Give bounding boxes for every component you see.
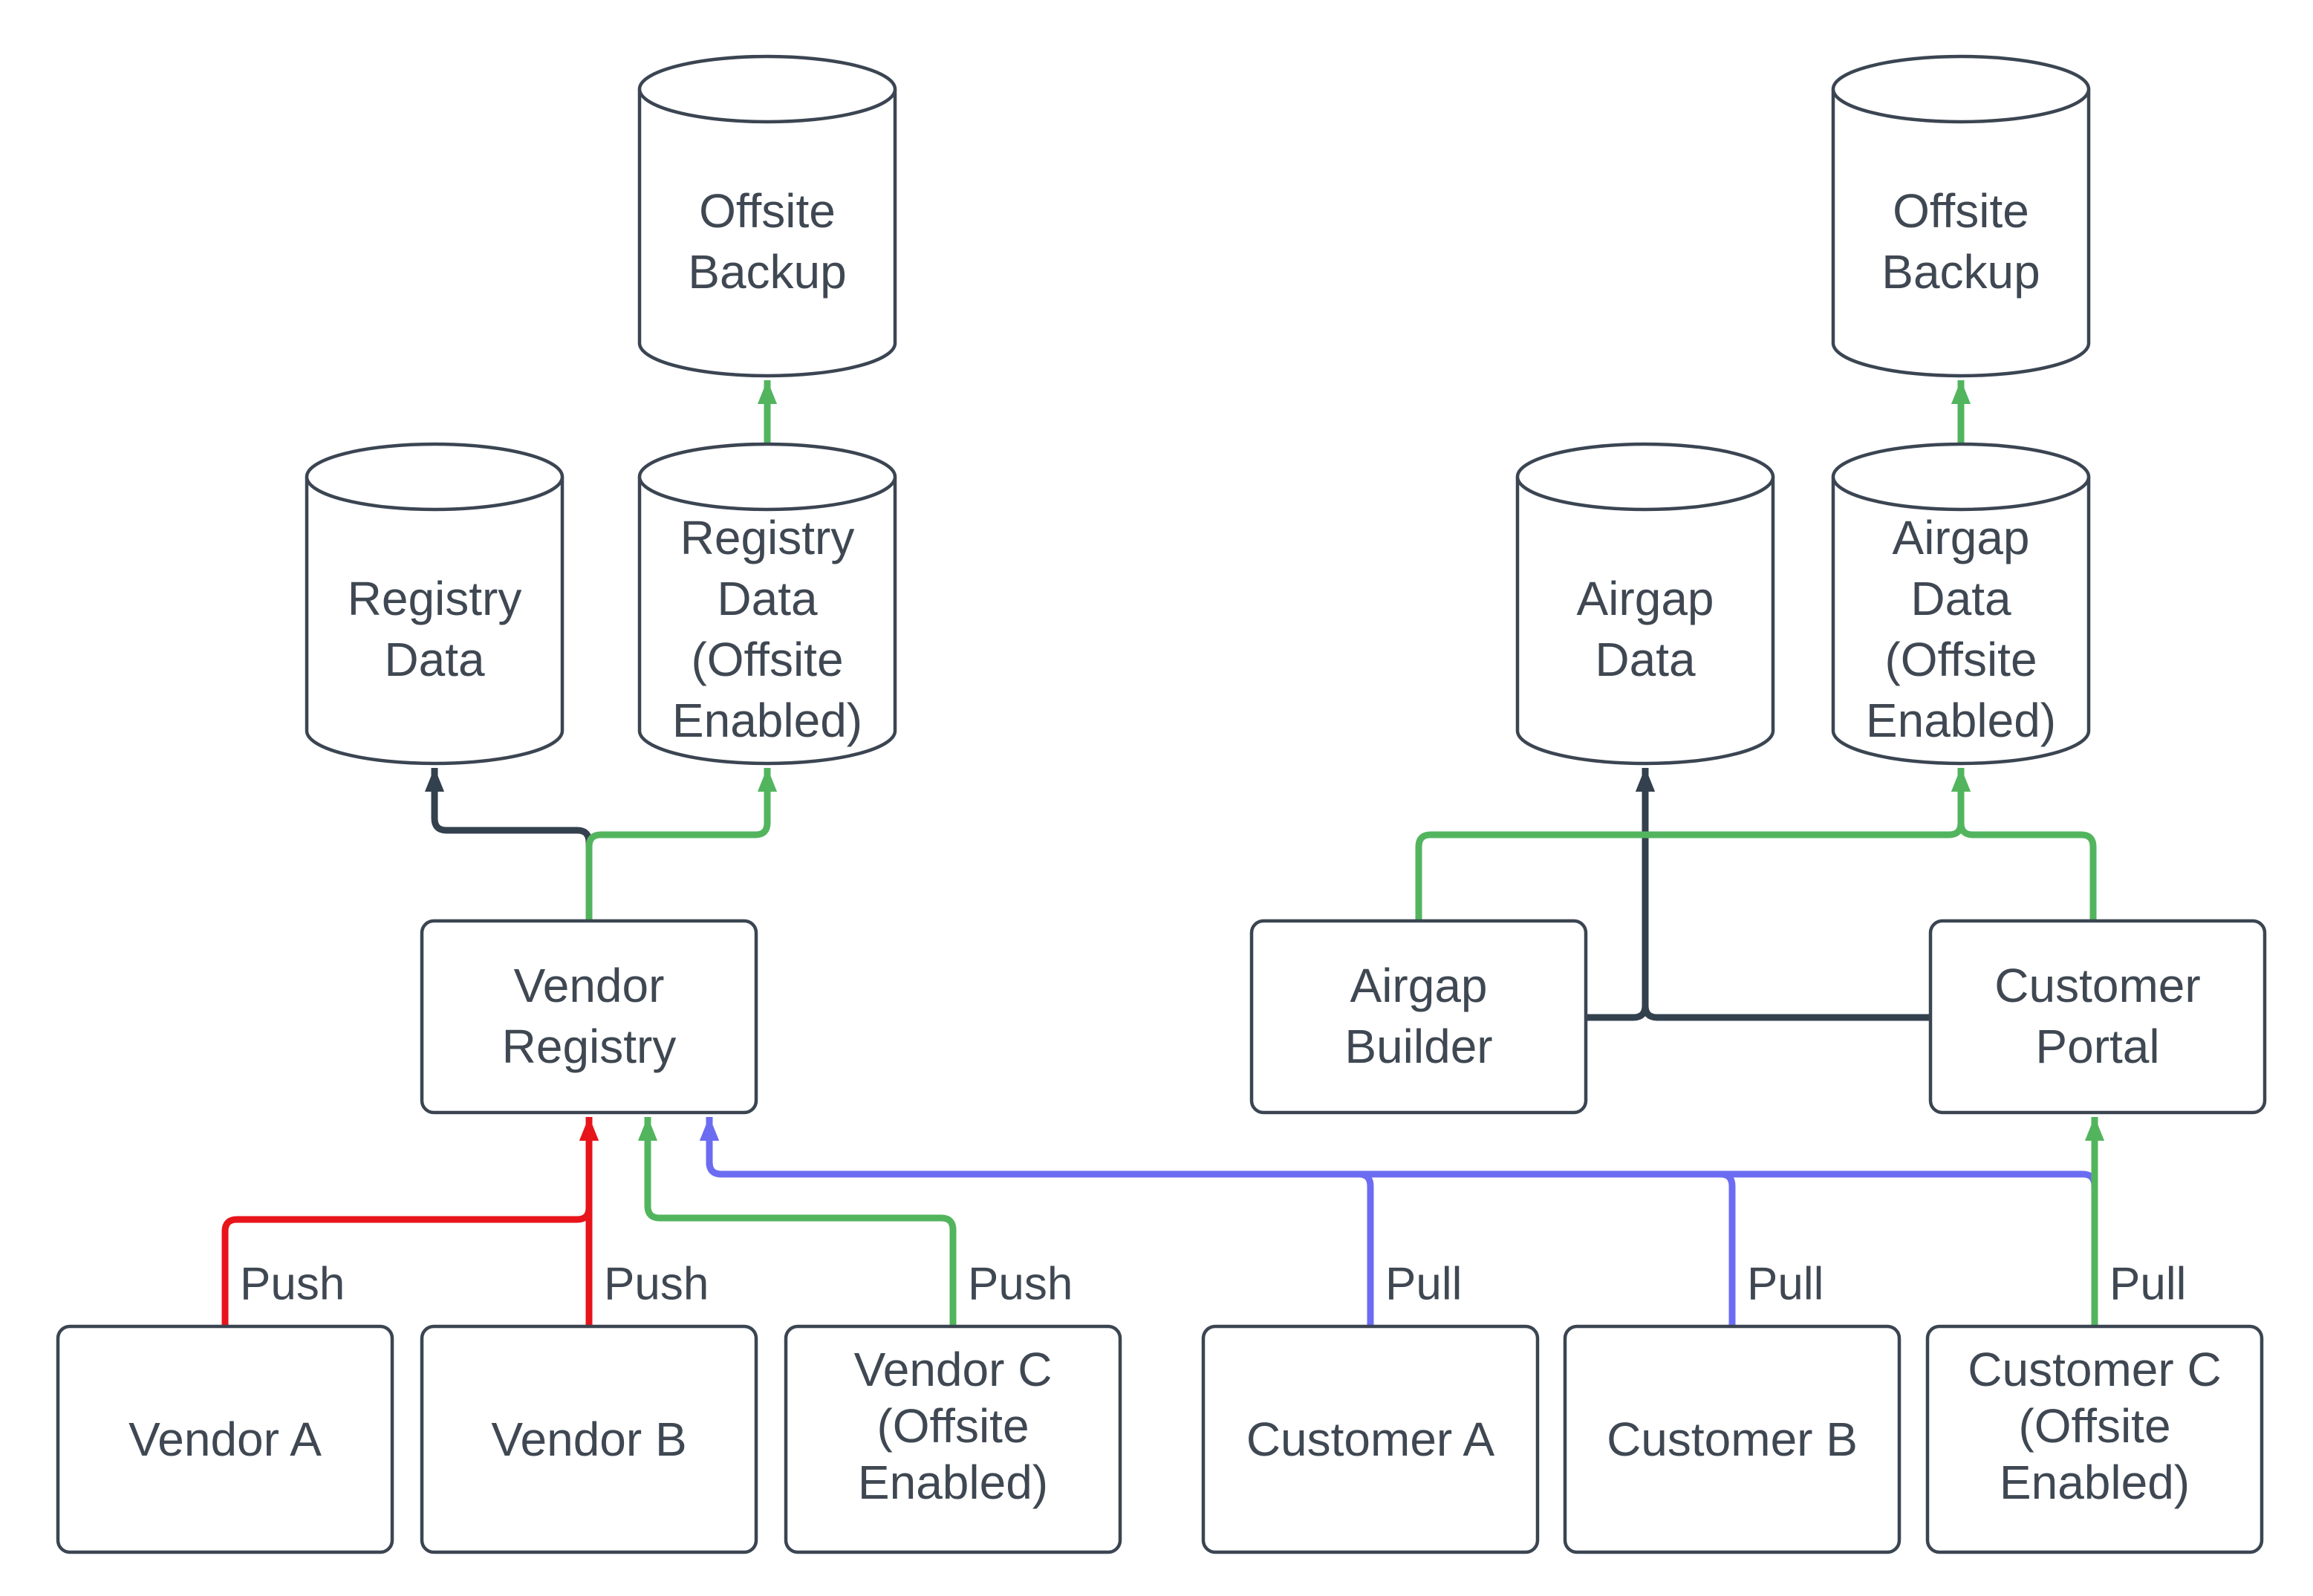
customer-c-label: Enabled) xyxy=(2000,1456,2190,1509)
customer-c-label: Customer C xyxy=(1968,1343,2221,1396)
vendor-a-label: Vendor A xyxy=(128,1413,322,1466)
airgap-builder-box xyxy=(1249,919,1588,1115)
registry-data-offsite-label: Data xyxy=(717,572,818,625)
node-registry-data-offsite: Registry Data (Offsite Enabled) xyxy=(637,442,897,766)
registry-data-cylinder-top xyxy=(305,442,565,512)
node-customer-b: Customer B xyxy=(1563,1324,1902,1554)
pull-label-customer-c: Pull xyxy=(2109,1259,2186,1310)
customer-a-label: Customer A xyxy=(1246,1413,1495,1466)
airgap-data-offsite-cylinder-top xyxy=(1831,442,2091,512)
airgap-builder-label: Builder xyxy=(1344,1020,1492,1073)
node-vendor-c: Vendor C (Offsite Enabled) xyxy=(784,1324,1122,1554)
registry-data-offsite-cylinder xyxy=(637,477,897,766)
node-customer-portal: Customer Portal xyxy=(1928,919,2267,1115)
push-label-vendor-b: Push xyxy=(604,1259,709,1310)
node-customer-a: Customer A xyxy=(1201,1324,1540,1554)
offsite-backup-right-label: Offsite xyxy=(1893,184,2029,238)
push-label-vendor-a: Push xyxy=(240,1259,345,1310)
node-vendor-a: Vendor A xyxy=(56,1324,394,1554)
node-vendor-registry: Vendor Registry xyxy=(420,919,758,1115)
node-offsite-backup-right: Offsite Backup xyxy=(1831,54,2091,378)
vendor-registry-label: Vendor xyxy=(514,959,665,1012)
registry-data-offsite-cylinder-top xyxy=(637,442,897,512)
offsite-backup-left-cylinder-top xyxy=(637,54,897,124)
offsite-backup-right-cylinder-top xyxy=(1831,54,2091,124)
airgap-data-label: Data xyxy=(1595,633,1696,686)
node-customer-c: Customer C (Offsite Enabled) xyxy=(1925,1324,2264,1554)
airgap-builder-label: Airgap xyxy=(1350,959,1488,1012)
node-airgap-data: Airgap Data xyxy=(1515,442,1775,766)
edge-customer-portal-to-airgap-data-offsite xyxy=(1951,767,2097,921)
customer-portal-label: Customer xyxy=(1994,959,2200,1012)
airgap-data-offsite-label: Data xyxy=(1910,572,2011,625)
customer-b-box xyxy=(1563,1324,1902,1554)
vendor-c-label: (Offsite xyxy=(876,1399,1029,1453)
node-offsite-backup-left: Offsite Backup xyxy=(637,54,897,378)
edge-labels: Push Push Push Pull Pull Pull xyxy=(240,1259,2186,1310)
customer-a-box xyxy=(1201,1324,1540,1554)
edge-vendor-registry-to-registry-data-offsite xyxy=(585,767,778,921)
registry-data-label: Registry xyxy=(348,572,522,625)
push-label-vendor-c: Push xyxy=(968,1259,1073,1310)
customer-portal-box xyxy=(1928,919,2267,1115)
node-airgap-data-offsite: Airgap Data (Offsite Enabled) xyxy=(1831,442,2091,766)
offsite-backup-left-cylinder xyxy=(637,89,897,378)
node-registry-data: Registry Data xyxy=(305,442,565,766)
offsite-backup-right-label: Backup xyxy=(1881,245,2040,299)
vendor-registry-box xyxy=(420,919,758,1115)
pull-label-customer-a: Pull xyxy=(1385,1259,1462,1310)
customer-c-label: (Offsite xyxy=(2018,1399,2170,1453)
vendor-c-label: Vendor C xyxy=(854,1343,1053,1396)
offsite-backup-right-cylinder xyxy=(1831,89,2091,378)
registry-data-label: Data xyxy=(384,633,485,686)
airgap-data-offsite-label: (Offsite xyxy=(1884,633,2037,686)
offsite-backup-left-label: Backup xyxy=(688,245,846,299)
registry-data-offsite-label: Registry xyxy=(680,511,855,564)
registry-data-offsite-label: (Offsite xyxy=(691,633,843,686)
airgap-data-label: Airgap xyxy=(1577,572,1714,625)
node-vendor-b: Vendor B xyxy=(420,1324,758,1554)
airgap-data-offsite-cylinder xyxy=(1831,477,2091,766)
node-airgap-builder: Airgap Builder xyxy=(1249,919,1588,1115)
airgap-data-offsite-label: Enabled) xyxy=(1866,694,2056,747)
airgap-data-cylinder xyxy=(1515,477,1775,766)
edge-vendor-c-push xyxy=(637,1116,957,1326)
edge-vendor-a-push xyxy=(221,1116,599,1326)
edges xyxy=(221,380,2105,1326)
customer-c-box xyxy=(1925,1324,2264,1554)
airgap-data-cylinder-top xyxy=(1515,442,1775,512)
vendor-b-label: Vendor B xyxy=(491,1413,686,1466)
vendor-registry-label: Registry xyxy=(502,1020,677,1073)
vendor-a-box xyxy=(56,1324,394,1554)
vendor-b-box xyxy=(420,1324,758,1554)
edge-customer-portal-to-airgap-data xyxy=(1635,767,1930,1021)
airgap-data-offsite-label: Airgap xyxy=(1893,511,2030,564)
vendor-c-label: Enabled) xyxy=(858,1456,1048,1509)
registry-data-cylinder xyxy=(305,477,565,766)
vendor-c-box xyxy=(784,1324,1122,1554)
registry-data-offsite-label: Enabled) xyxy=(672,694,862,747)
customer-portal-label: Portal xyxy=(2035,1020,2159,1073)
offsite-backup-left-label: Offsite xyxy=(699,184,836,238)
pull-label-customer-b: Pull xyxy=(1747,1259,1824,1310)
customer-b-label: Customer B xyxy=(1607,1413,1858,1466)
